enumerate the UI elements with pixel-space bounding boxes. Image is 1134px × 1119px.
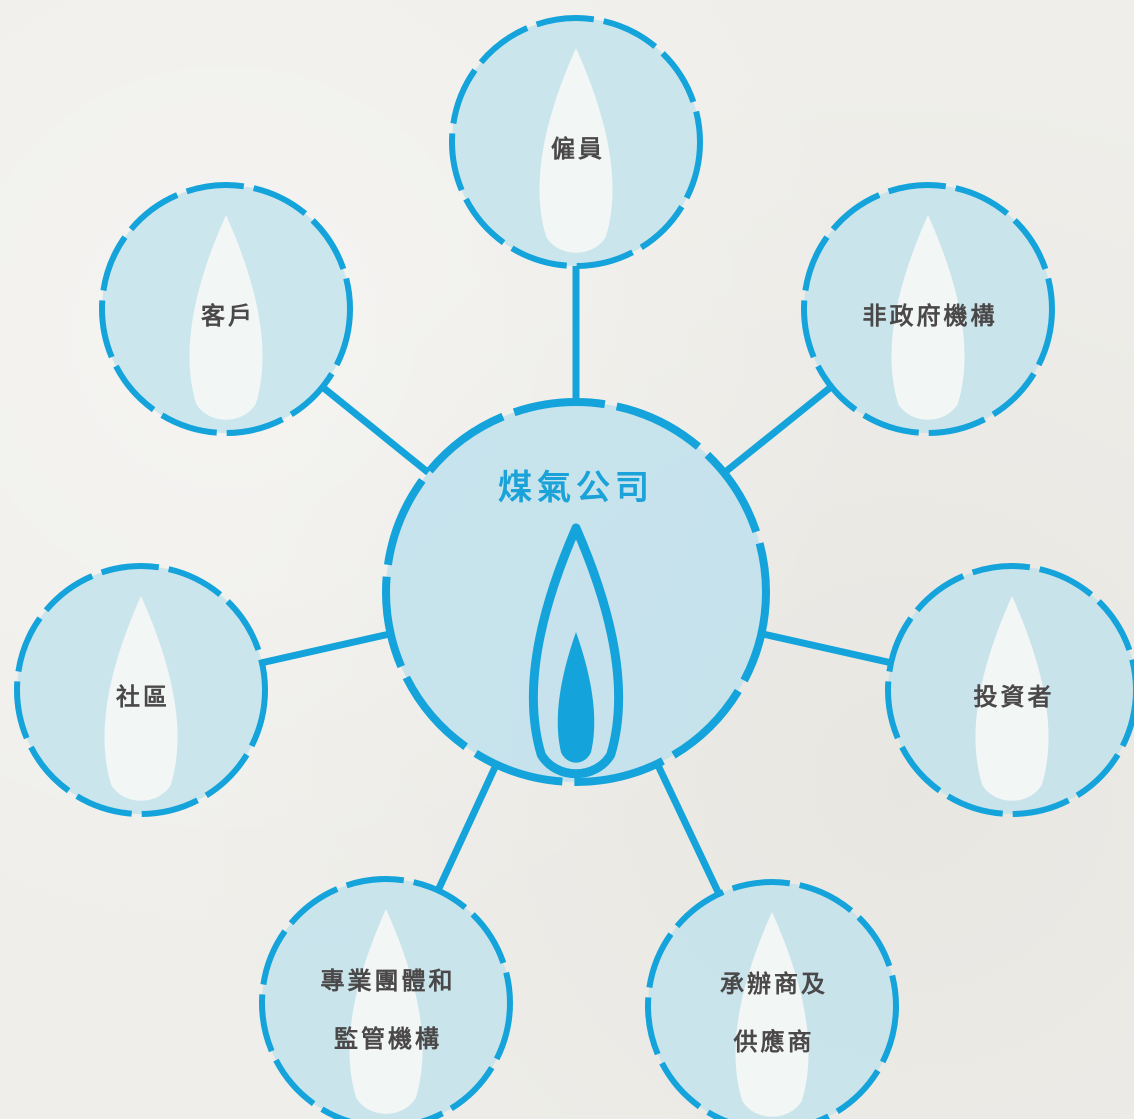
flame-icon	[104, 596, 178, 801]
node-label-contractors-line-2: 供應商	[733, 1028, 815, 1056]
connector-customers	[320, 384, 431, 476]
node-community: 社區	[14, 563, 268, 817]
node-customers: 客戶	[99, 182, 353, 436]
node-label-ngos: 非政府機構	[863, 302, 998, 330]
center-label: 煤氣公司	[498, 468, 654, 508]
node-label-investors: 投資者	[974, 683, 1055, 711]
node-label-contractors-line-1: 承辦商及	[720, 970, 828, 998]
connector-contractors	[654, 762, 723, 896]
center-circle	[382, 398, 770, 786]
node-investors: 投資者	[885, 563, 1134, 817]
node-ngos: 非政府機構	[801, 182, 1055, 436]
flame-icon	[189, 215, 263, 420]
connector-ngos	[721, 383, 834, 476]
flame-icon	[349, 909, 423, 1114]
flame-icon	[539, 48, 613, 253]
center-node: 煤氣公司	[382, 398, 770, 786]
flame-icon	[891, 215, 965, 420]
flame-icon	[528, 523, 624, 779]
node-label-professional-bodies-line-2: 監管機構	[334, 1025, 442, 1053]
node-label-community: 社區	[116, 683, 170, 711]
connector-community	[261, 630, 392, 667]
flame-outer	[528, 523, 624, 779]
connector-investors	[760, 630, 892, 667]
connector-lines	[261, 266, 892, 896]
flame-icon	[735, 912, 809, 1117]
node-employees: 僱員	[449, 15, 703, 269]
flame-icon	[975, 596, 1049, 801]
connector-professional-bodies	[434, 762, 500, 892]
node-label-customers: 客戶	[201, 302, 255, 330]
flame-inner	[557, 632, 595, 763]
node-label-professional-bodies-line-1: 專業團體和	[321, 967, 456, 995]
node-label-employees: 僱員	[551, 135, 605, 163]
